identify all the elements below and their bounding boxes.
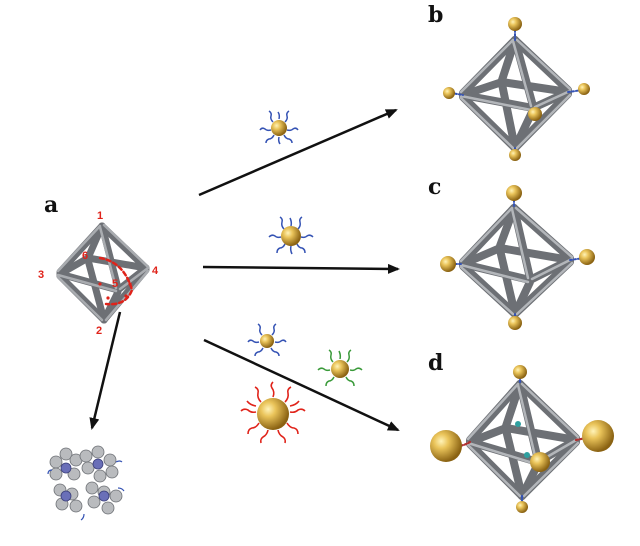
vertex-number-4: 4 <box>152 265 159 277</box>
panel-label-c: c <box>428 174 441 200</box>
panel-label-d: d <box>428 350 443 376</box>
vertex-number-5: 5 <box>112 278 118 290</box>
panel-label-b: b <box>428 2 443 28</box>
gold-nanoparticle-blue-dna-b <box>259 110 299 145</box>
vertex-5-marker <box>98 282 132 300</box>
octahedron-d <box>430 365 614 513</box>
vertex-number-3: 3 <box>38 269 44 281</box>
vertex-number-1: 1 <box>97 210 103 222</box>
arrow-to-b <box>198 108 398 197</box>
arrow-to-c <box>202 263 400 274</box>
gold-nanoparticle-green-dna-d <box>317 349 363 387</box>
gold-nanoparticle-red-dna-d <box>240 381 306 444</box>
arrow-to-cross-section <box>89 311 122 430</box>
dna-bundle-cross-section <box>47 445 125 521</box>
arrow-to-d <box>203 338 400 432</box>
panel-label-a: a <box>44 192 58 218</box>
vertex-number-6: 6 <box>82 250 88 262</box>
octahedron-b <box>443 17 590 161</box>
octahedron-a <box>56 222 150 324</box>
gold-nanoparticle-blue-dna-d <box>247 323 287 357</box>
octahedron-c <box>440 185 595 330</box>
vertex-number-2: 2 <box>96 325 102 337</box>
gold-nanoparticle-blue-dna-c <box>268 216 314 255</box>
